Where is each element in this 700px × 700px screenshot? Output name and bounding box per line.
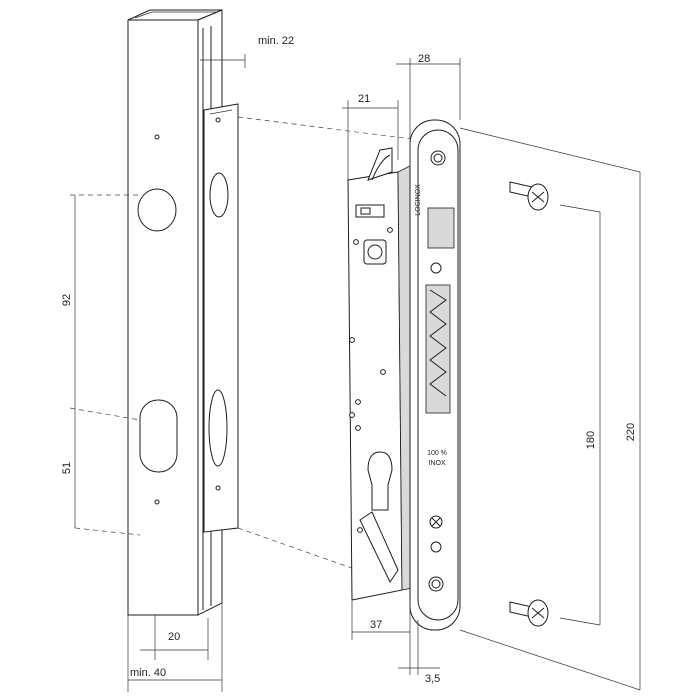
dimension-lines <box>74 54 641 692</box>
dim-92: 92 <box>61 294 73 306</box>
alignment-lines <box>69 116 421 593</box>
post-side-cutout <box>203 103 239 533</box>
dim-21: 21 <box>358 93 370 105</box>
dim-28: 28 <box>418 53 430 65</box>
post-screw-hole-bottom <box>154 499 160 505</box>
fixing-screw-bottom <box>509 599 549 627</box>
faceplate-brand: LOCINOX <box>415 184 422 216</box>
faceplate-inox-line1: 100 % <box>427 450 447 457</box>
fixing-screw-top <box>509 181 549 211</box>
dim-37: 37 <box>370 619 382 631</box>
dim-51: 51 <box>61 462 73 474</box>
dim-180: 180 <box>585 431 597 449</box>
dim-3-5: 3,5 <box>425 673 440 685</box>
post-cylinder-slot <box>139 399 178 473</box>
post-screw-hole-top <box>154 134 160 140</box>
lock-body <box>347 147 413 601</box>
dimension-labels: min. 22 28 21 92 51 180 220 20 min. 40 3… <box>61 35 637 685</box>
faceplate-inox-line2: INOX <box>428 460 445 467</box>
faceplate: LOCINOX 100 % INOX <box>409 119 461 631</box>
post-handle-hole <box>137 188 177 232</box>
dim-220: 220 <box>625 423 637 441</box>
dim-min-40: min. 40 <box>130 667 166 679</box>
dim-min-22: min. 22 <box>258 35 294 47</box>
dim-20: 20 <box>168 631 180 643</box>
